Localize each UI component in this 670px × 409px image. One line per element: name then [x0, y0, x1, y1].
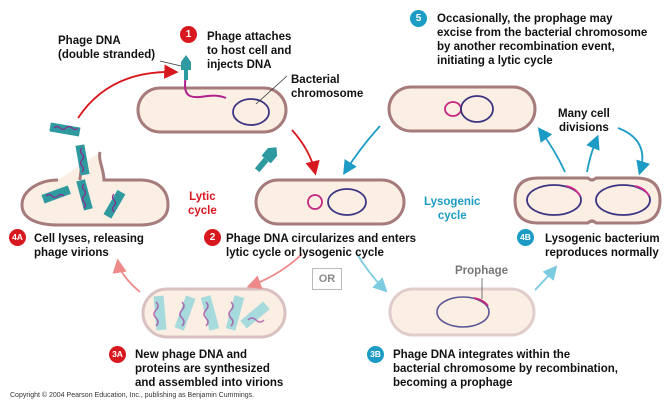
- arrow-4b-to-5: [537, 127, 566, 173]
- bacterial-chromosome: [232, 98, 270, 126]
- cell-dividing-lysogen: [513, 176, 662, 225]
- lysogenic-arrows: [343, 125, 651, 293]
- arrow-2-to-3a: [246, 253, 303, 290]
- cell-circularized: [254, 178, 406, 226]
- step-4a-badge: 4A: [9, 229, 26, 246]
- arrow-3b-to-4b: [534, 265, 558, 291]
- free-phage-icon: [254, 147, 278, 173]
- cell-prophage: [388, 278, 536, 337]
- arrow-division-down: [617, 127, 651, 176]
- cell-lysing: [20, 122, 170, 227]
- arrow-2-to-3b: [356, 253, 388, 293]
- step-4b-badge: 4B: [517, 229, 534, 246]
- step-3a-badge: 3A: [109, 346, 126, 363]
- arrow-3a-to-4a: [112, 258, 141, 293]
- copyright-notice: Copyright © 2004 Pearson Education, Inc.…: [10, 392, 255, 399]
- circular-phage-dna: [307, 194, 323, 210]
- prophage-label: Prophage: [455, 265, 509, 277]
- arrow-1-to-2: [291, 129, 320, 176]
- cell-excision: [387, 85, 537, 133]
- arrow-5-to-2: [343, 125, 381, 176]
- cell-infection: [136, 55, 288, 134]
- lytic-arrows: [77, 64, 320, 293]
- arrow-division-up: [586, 134, 600, 173]
- step-5-badge: 5: [410, 10, 427, 27]
- chromosome-pointer: [255, 75, 288, 105]
- cell-virion-assembly: [141, 287, 287, 339]
- step-3b-badge: 3B: [367, 346, 384, 363]
- arrow-4a-to-1: [77, 64, 179, 119]
- phage-dna-pointer: [159, 60, 182, 67]
- or-box: OR: [312, 268, 342, 290]
- phage-dna-label: Phage DNA(double stranded): [58, 35, 156, 61]
- step-2-badge: 2: [204, 229, 221, 246]
- step-1-badge: 1: [180, 26, 197, 43]
- phage-head-icon: [181, 55, 191, 70]
